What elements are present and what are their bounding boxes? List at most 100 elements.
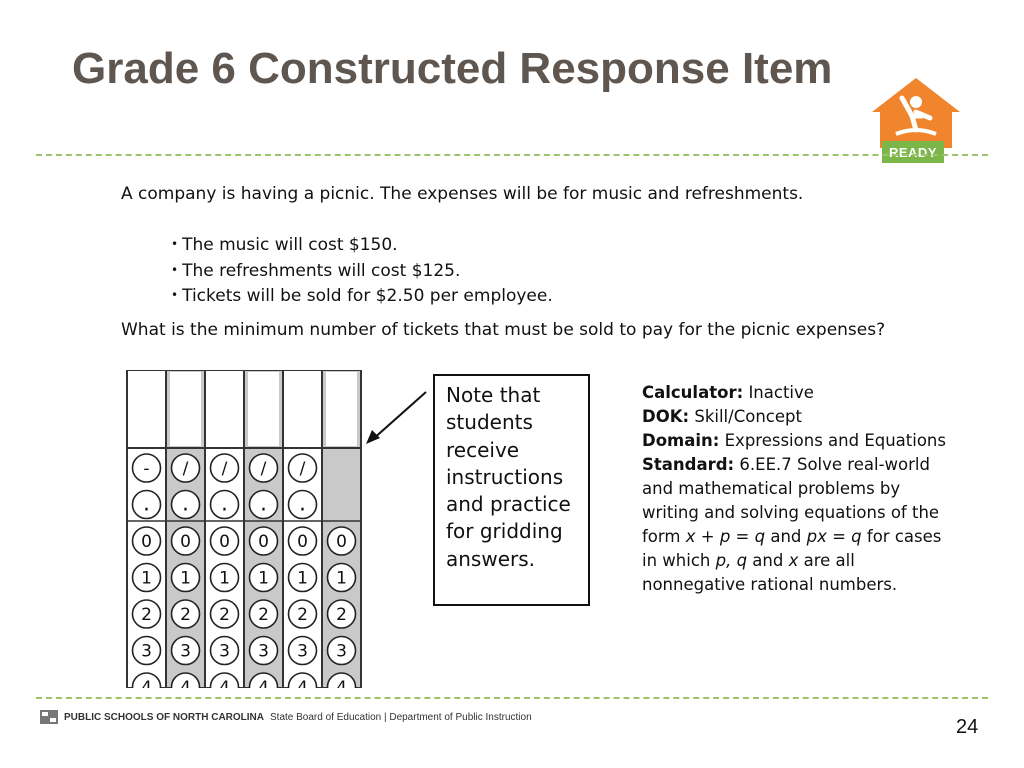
bubble-label: 0: [336, 532, 347, 552]
bubble: [131, 526, 162, 556]
bubble: [131, 453, 162, 483]
bubble-label: 3: [141, 642, 152, 662]
bubble: [131, 562, 162, 593]
bubble-label: /: [300, 459, 306, 479]
bubble-label: 4: [141, 678, 152, 688]
bubble: [170, 453, 201, 483]
answer-box: [131, 372, 162, 446]
bubble-label: 2: [219, 605, 230, 625]
problem-question: What is the minimum number of tickets th…: [121, 320, 886, 340]
note-callout: Note that students receive instructions …: [433, 374, 590, 606]
slide-title: Grade 6 Constructed Response Item: [72, 44, 833, 93]
bubble-label: 3: [180, 642, 191, 662]
item-metadata: Calculator: Inactive DOK: Skill/Concept …: [642, 381, 952, 597]
bubble-label: /: [261, 459, 267, 479]
bubble: [170, 489, 201, 520]
answer-box: [209, 372, 240, 446]
bubble: [131, 489, 162, 520]
domain-line: Domain: Expressions and Equations: [642, 431, 946, 450]
bubble: [287, 562, 318, 593]
bubble: [248, 453, 279, 483]
answer-box: [326, 372, 357, 446]
bottom-divider: [36, 697, 988, 699]
bullet-item: •Tickets will be sold for $2.50 per empl…: [171, 286, 553, 306]
arrow-icon: [366, 391, 427, 444]
bubble: [287, 526, 318, 556]
bubble-label: /: [183, 459, 189, 479]
bubble-label: 2: [141, 605, 152, 625]
answer-box: [248, 372, 279, 446]
bubble: [248, 562, 279, 593]
bubble-label: 0: [297, 532, 308, 552]
bubble-label: 3: [336, 642, 347, 662]
bubble-label: /: [222, 459, 228, 479]
top-divider: [36, 154, 988, 156]
calculator-line: Calculator: Inactive: [642, 383, 814, 402]
bubble-label: 1: [258, 569, 269, 589]
bubble-label: 0: [180, 532, 191, 552]
bubble: [209, 489, 240, 520]
answer-box: [170, 372, 201, 446]
bubble: [170, 635, 201, 666]
bubble-label: 3: [219, 642, 230, 662]
bubble-label: 1: [336, 569, 347, 589]
nc-seal-icon: [40, 710, 58, 724]
bubble: [326, 672, 357, 688]
bubble-label: 0: [141, 532, 152, 552]
bubble-label: .: [260, 492, 267, 517]
bullet-item: •The refreshments will cost $125.: [171, 260, 461, 281]
bubble: [248, 526, 279, 556]
bubble: [248, 672, 279, 688]
bubble: [326, 599, 357, 629]
bubble: [287, 672, 318, 688]
bullet-dot-icon: •: [171, 262, 179, 277]
footer-board: State Board of Education | Department of…: [270, 711, 532, 723]
bubble-label: 2: [297, 605, 308, 625]
bullet-item: •The music will cost $150.: [171, 235, 398, 255]
bubble: [170, 526, 201, 556]
bubble: [287, 453, 318, 483]
bubble: [131, 635, 162, 666]
bubble-label: 3: [297, 642, 308, 662]
bubble-label: 4: [258, 678, 269, 688]
bubble-label: 4: [336, 678, 347, 688]
bubble-label: -: [143, 459, 149, 479]
bubble-label: 4: [297, 678, 308, 688]
bubble: [209, 526, 240, 556]
bubble-label: .: [221, 492, 228, 517]
bubble-label: 4: [219, 678, 230, 688]
bubble-label: 2: [258, 605, 269, 625]
bubble: [287, 599, 318, 629]
footer-org: PUBLIC SCHOOLS OF NORTH CAROLINA: [64, 711, 264, 723]
standard-line: Standard: 6.EE.7 Solve real-world and ma…: [642, 455, 942, 594]
bubble-label: 1: [141, 569, 152, 589]
bubble-label: 2: [336, 605, 347, 625]
bubble-label: 4: [180, 678, 191, 688]
bullet-dot-icon: •: [171, 237, 179, 251]
problem-bullets: •The music will cost $150. •The refreshm…: [171, 232, 553, 309]
bubble-label: 0: [258, 532, 269, 552]
bubble: [287, 635, 318, 666]
ready-logo: [872, 78, 960, 166]
ready-house-icon: [872, 78, 960, 148]
bubble-label: 3: [258, 642, 269, 662]
bubble-label: .: [182, 492, 189, 517]
bubble: [287, 489, 318, 520]
bubble-label: 1: [297, 569, 308, 589]
bubble: [326, 562, 357, 593]
page-number: 24: [956, 716, 979, 738]
footer: PUBLIC SCHOOLS OF NORTH CAROLINA State B…: [40, 710, 532, 724]
bubble: [131, 672, 162, 688]
answer-box: [287, 372, 318, 446]
bubble: [326, 526, 357, 556]
bubble-label: .: [143, 492, 150, 517]
bubble-label: 2: [180, 605, 191, 625]
bubble-label: 0: [219, 532, 230, 552]
bubble-label: 1: [219, 569, 230, 589]
dok-line: DOK: Skill/Concept: [642, 407, 802, 426]
bubble-label: 1: [180, 569, 191, 589]
bubble: [209, 672, 240, 688]
bubble-label: .: [299, 492, 306, 517]
bubble: [209, 562, 240, 593]
bubble: [248, 599, 279, 629]
